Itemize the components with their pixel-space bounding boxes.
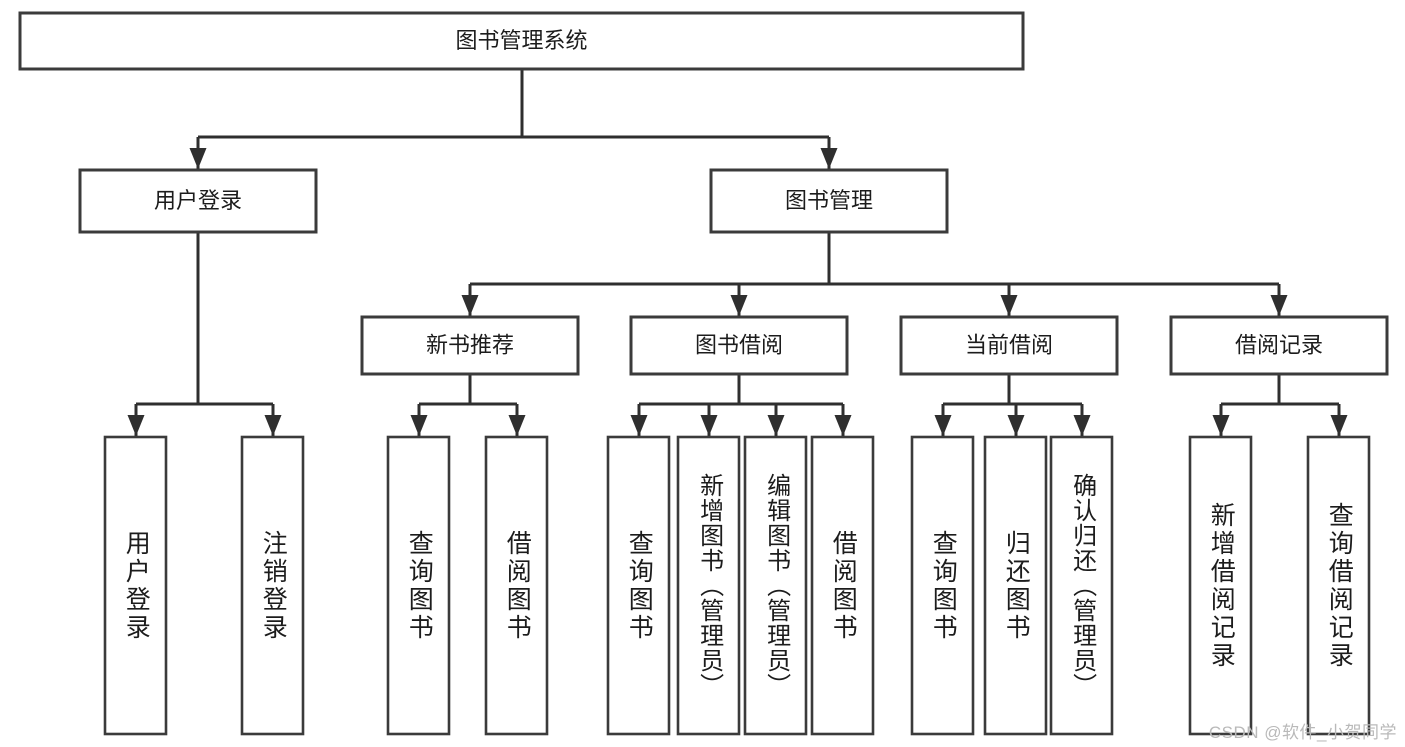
node-box-leaf-user-logout bbox=[240, 435, 305, 736]
node-box-root bbox=[18, 11, 1025, 71]
node-user-login[interactable]: 用户登录 bbox=[78, 168, 318, 234]
arrow-head-leaf-add-book-admin bbox=[700, 415, 718, 436]
node-leaf-query-book-recommend[interactable] bbox=[386, 435, 451, 736]
node-box-leaf-query-book-current bbox=[910, 435, 975, 736]
node-label-book-borrow: 图书借阅 bbox=[695, 332, 783, 357]
node-leaf-confirm-return-admin[interactable] bbox=[1049, 435, 1114, 736]
arrow-head-leaf-return-book bbox=[1007, 415, 1025, 436]
arrow-head-leaf-query-borrow-record bbox=[1330, 415, 1348, 436]
arrow-head-leaf-user-logout bbox=[264, 415, 282, 436]
node-label-new-book-recommend: 新书推荐 bbox=[426, 332, 514, 357]
node-leaf-borrow-book[interactable] bbox=[810, 435, 875, 736]
node-box-leaf-add-book-admin bbox=[676, 435, 741, 736]
node-box-borrow-records bbox=[1169, 315, 1389, 376]
node-box-leaf-edit-book-admin bbox=[743, 435, 808, 736]
arrow-head-leaf-borrow-book bbox=[834, 415, 852, 436]
node-leaf-user-logout[interactable] bbox=[240, 435, 305, 736]
arrow-head-user-login bbox=[189, 148, 207, 169]
node-box-leaf-confirm-return-admin bbox=[1049, 435, 1114, 736]
arrow-head-leaf-add-borrow-record bbox=[1212, 415, 1230, 436]
node-box-leaf-borrow-book-recommend bbox=[484, 435, 549, 736]
node-box-leaf-query-book-borrow bbox=[606, 435, 671, 736]
node-box-new-book-recommend bbox=[360, 315, 580, 376]
arrow-head-book-borrow bbox=[730, 295, 748, 316]
node-label-current-borrow: 当前借阅 bbox=[965, 332, 1053, 357]
arrow-head-current-borrow bbox=[1000, 295, 1018, 316]
node-box-current-borrow bbox=[899, 315, 1119, 376]
node-leaf-add-book-admin[interactable] bbox=[676, 435, 741, 736]
arrow-head-leaf-edit-book-admin bbox=[767, 415, 785, 436]
node-box-leaf-return-book bbox=[983, 435, 1048, 736]
node-book-management[interactable]: 图书管理 bbox=[709, 168, 949, 234]
node-label-root: 图书管理系统 bbox=[455, 28, 587, 53]
node-leaf-query-borrow-record[interactable] bbox=[1306, 435, 1371, 736]
node-borrow-records[interactable]: 借阅记录 bbox=[1169, 315, 1389, 376]
node-box-leaf-query-borrow-record bbox=[1306, 435, 1371, 736]
arrow-head-leaf-borrow-book-recommend bbox=[508, 415, 526, 436]
arrow-head-leaf-confirm-return-admin bbox=[1073, 415, 1091, 436]
node-leaf-edit-book-admin[interactable] bbox=[743, 435, 808, 736]
node-leaf-borrow-book-recommend[interactable] bbox=[484, 435, 549, 736]
node-leaf-query-book-borrow[interactable] bbox=[606, 435, 671, 736]
node-box-user-login bbox=[78, 168, 318, 234]
arrow-head-new-book-recommend bbox=[461, 295, 479, 316]
node-leaf-add-borrow-record[interactable] bbox=[1188, 435, 1253, 736]
node-new-book-recommend[interactable]: 新书推荐 bbox=[360, 315, 580, 376]
node-current-borrow[interactable]: 当前借阅 bbox=[899, 315, 1119, 376]
connector-layer bbox=[127, 69, 1348, 436]
node-box-book-management bbox=[709, 168, 949, 234]
arrow-head-leaf-user-login bbox=[127, 415, 145, 436]
node-book-borrow[interactable]: 图书借阅 bbox=[629, 315, 849, 376]
node-leaf-user-login[interactable] bbox=[103, 435, 168, 736]
arrow-head-book-management bbox=[820, 148, 838, 169]
arrow-head-leaf-query-book-recommend bbox=[410, 415, 428, 436]
node-leaf-return-book[interactable] bbox=[983, 435, 1048, 736]
node-label-user-login: 用户登录 bbox=[154, 188, 242, 213]
arrow-head-borrow-records bbox=[1270, 295, 1288, 316]
node-label-borrow-records: 借阅记录 bbox=[1235, 332, 1323, 357]
node-box-leaf-add-borrow-record bbox=[1188, 435, 1253, 736]
node-label-book-management: 图书管理 bbox=[785, 188, 873, 213]
arrow-head-leaf-query-book-current bbox=[934, 415, 952, 436]
node-leaf-query-book-current[interactable] bbox=[910, 435, 975, 736]
node-box-leaf-borrow-book bbox=[810, 435, 875, 736]
watermark: CSDN @软件_小贺同学 bbox=[1208, 723, 1397, 742]
arrow-head-leaf-query-book-borrow bbox=[630, 415, 648, 436]
node-root[interactable]: 图书管理系统 bbox=[18, 11, 1025, 71]
node-box-book-borrow bbox=[629, 315, 849, 376]
node-box-leaf-user-login bbox=[103, 435, 168, 736]
node-box-leaf-query-book-recommend bbox=[386, 435, 451, 736]
